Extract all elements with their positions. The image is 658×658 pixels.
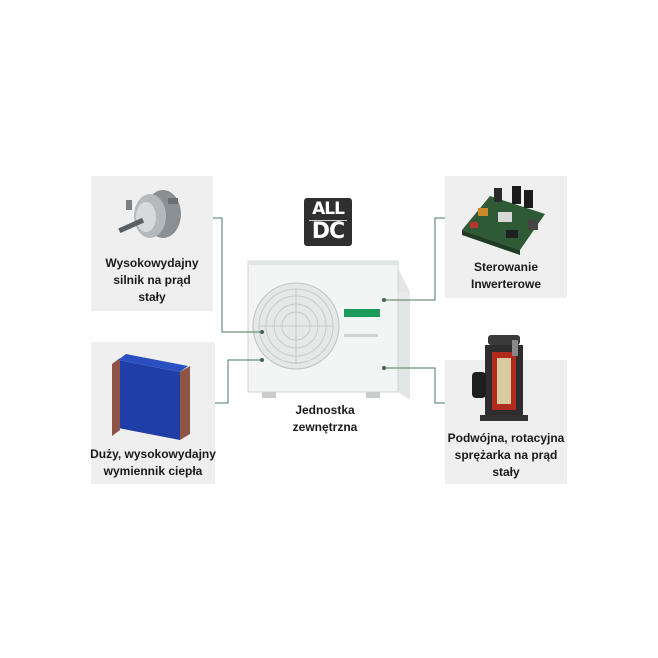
- connector-lines: [213, 217, 445, 404]
- inverter-board-illustration: [462, 186, 545, 255]
- outdoor-unit-illustration: [247, 260, 410, 400]
- compressor-connector-dot: [382, 366, 386, 370]
- motor-connector-dot: [260, 330, 264, 334]
- heat-exchanger-label: Duży, wysokowydajny wymiennik ciepła: [90, 447, 216, 478]
- inverter-connector-dot: [382, 298, 386, 302]
- logo-line-1: ALL: [312, 199, 345, 219]
- heat-exchanger-connector-dot: [260, 358, 264, 362]
- logo-line-2: DC: [311, 219, 345, 244]
- outdoor-unit-label: Jednostka zewnętrzna: [292, 403, 358, 434]
- inverter-connector: [384, 217, 445, 301]
- compressor-illustration: [472, 335, 528, 421]
- all-dc-logo: ALL DC: [304, 198, 352, 246]
- compressor-label: Podwójna, rotacyjna sprężarka na prąd st…: [447, 431, 565, 479]
- heat-exchanger-connector: [215, 359, 262, 404]
- motor-connector: [213, 217, 262, 333]
- heat-exchanger-illustration: [112, 354, 190, 440]
- inverter-label: Sterowanie Inwerterowe: [470, 260, 542, 291]
- motor-label: Wysokowydajny silnik na prąd stały: [105, 256, 199, 304]
- dc-motor-illustration: [118, 190, 181, 238]
- logo-divider: [309, 220, 347, 221]
- compressor-connector: [384, 367, 445, 404]
